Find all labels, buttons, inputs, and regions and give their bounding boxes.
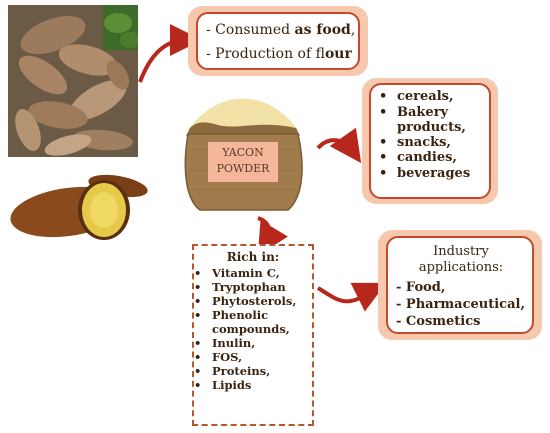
powder-label-box: YACON POWDER [208, 142, 278, 182]
industry-item: - Food, [396, 280, 446, 295]
rich-in-title: Rich in: [226, 250, 280, 264]
arrow-to-industry [316, 282, 387, 312]
rich-item: Inulin, [190, 336, 296, 350]
rich-in-list: Vitamin C, Tryptophan Phytosterols, Phen… [190, 266, 296, 392]
rich-item: Proteins, [190, 364, 296, 378]
powder-label-line-1: YACON [222, 146, 264, 159]
product-item: beverages [375, 166, 470, 182]
powder-label-line-2: POWDER [216, 162, 270, 175]
industry-item: - Cosmetics [396, 314, 481, 329]
arrow-to-uses [138, 24, 202, 83]
industry-item: - Pharmaceutical, [396, 297, 525, 312]
rich-item: Tryptophan [190, 280, 296, 294]
yacon-tubers-photo [8, 5, 138, 157]
uses-line-2: - Production of flour [206, 46, 352, 62]
rich-in-box: Rich in: Vitamin C, Tryptophan Phytoster… [192, 244, 314, 426]
industry-box: Industry applications: - Food, - Pharmac… [378, 230, 542, 340]
arrow-to-rich [257, 216, 288, 256]
uses-box: - Consumed as food, - Production of flou… [188, 6, 368, 76]
industry-title-2: applications: [418, 260, 504, 275]
rich-item: Phytosterols, [190, 294, 296, 308]
product-item: snacks, [375, 135, 470, 151]
rich-item: FOS, [190, 350, 296, 364]
uses-line-1: - Consumed as food, [206, 22, 356, 38]
product-item: candies, [375, 150, 470, 166]
rich-item: Lipids [190, 378, 296, 392]
product-item: cereals, [375, 89, 470, 105]
yacon-cut-photo [8, 168, 148, 246]
arrow-to-products [316, 127, 362, 164]
rich-item: Vitamin C, [190, 266, 296, 280]
yacon-powder-sack: YACON POWDER [178, 80, 308, 212]
industry-title-1: Industry [433, 244, 489, 259]
